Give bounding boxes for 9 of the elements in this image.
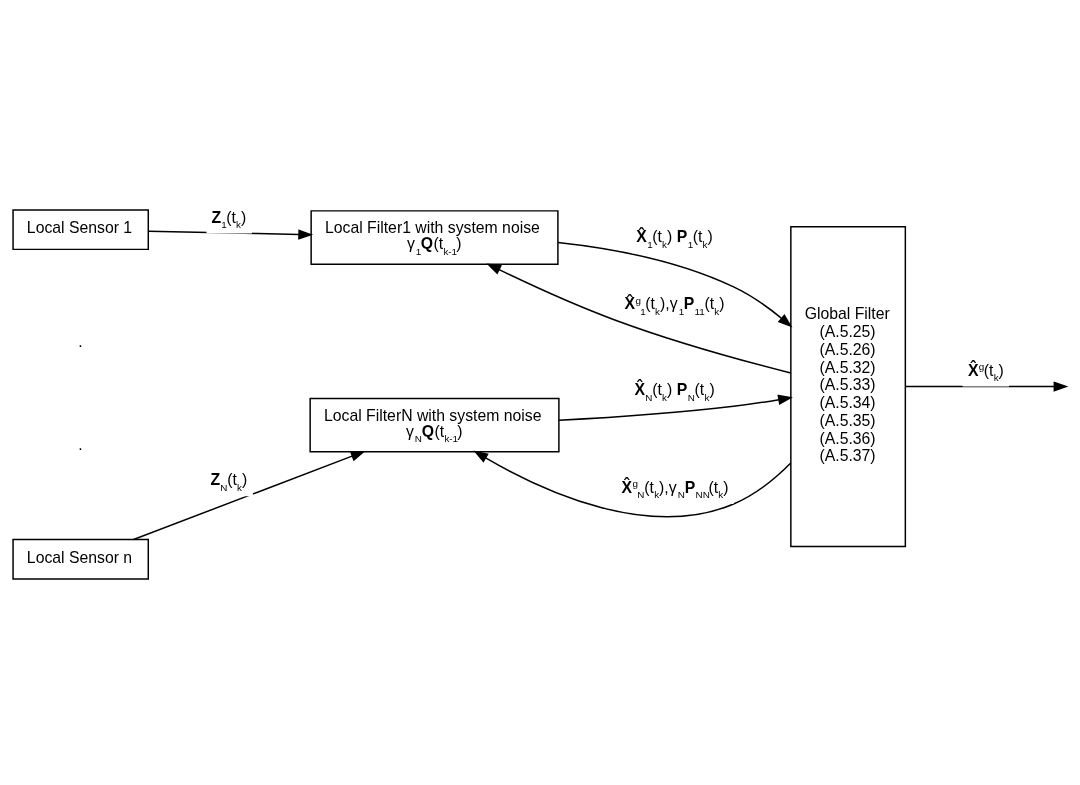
edge-label: X̂$^{g}$$_{1}$(t$_{k}$),γ$_{1}$P$_{11}$(t$_{k}$) — [624, 294, 725, 317]
edge-label: X̂$_{1}$(t$_{k}$) P$_{1}$(t$_{k}$) — [636, 228, 713, 250]
edge-label: X̂$^{g}$(t$_{k}$) — [968, 361, 1004, 384]
edge-label: Z$_{N}$(t$_{k}$) — [210, 471, 248, 493]
edge-label: X̂$_{N}$(t$_{k}$) P$_{N}$(t$_{k}$) — [634, 381, 715, 403]
label: . — [78, 332, 83, 350]
label: . — [78, 435, 83, 453]
edge-label: X̂$^{g}$$_{N}$(t$_{k}$),γ$_{N}$P$_{NN}$(t$_{k}$) — [621, 478, 729, 501]
edge-label: Z$_{1}$(t$_{k}$) — [211, 208, 247, 231]
